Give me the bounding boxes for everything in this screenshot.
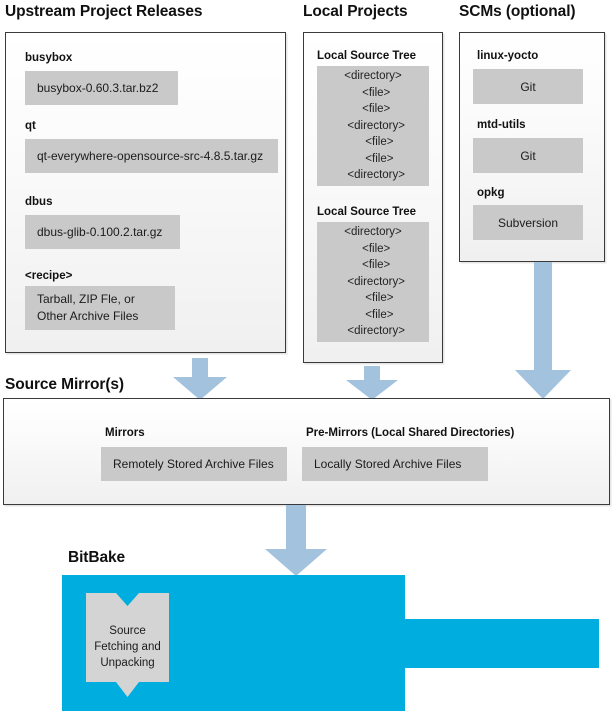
arrow-scms-to-mirrors [515,262,571,399]
local-projects-heading: Local Projects [303,3,408,20]
local-tree-label-1: Local Source Tree [317,50,417,62]
upstream-value-busybox: busybox-0.60.3.tar.bz2 [25,71,178,105]
mirrors-label: Mirrors [105,427,145,439]
scms-heading: SCMs (optional) [459,3,576,20]
tree-line: <file> [352,152,394,165]
scms-label-mtd-utils: mtd-utils [477,119,526,131]
bitbake-shape [62,575,599,711]
tree-line: <directory> [344,226,402,239]
upstream-heading: Upstream Project Releases [5,3,203,20]
pre-mirrors-value: Locally Stored Archive Files [302,447,488,481]
local-tree-box-1: <directory> <file> <file> <directory> <f… [317,66,429,186]
tree-line: <file> [352,136,394,149]
source-mirrors-heading: Source Mirror(s) [5,376,124,393]
tree-line: <directory> [341,325,405,338]
tree-line: <file> [355,103,391,116]
tree-line: <directory> [341,169,405,182]
pre-mirrors-label: Pre-Mirrors (Local Shared Directories) [306,427,515,439]
scms-value-linux-yocto: Git [473,69,583,104]
tree-line: <file> [355,242,391,255]
scms-value-opkg: Subversion [473,205,583,240]
arrow-mirrors-to-bitbake [265,505,327,576]
upstream-value-dbus: dbus-glib-0.100.2.tar.gz [25,215,180,249]
tree-line: <directory> [341,119,405,132]
upstream-value-recipe: Tarball, ZIP Fle, or Other Archive Files [25,286,175,330]
scms-label-opkg: opkg [477,187,505,199]
mirrors-value: Remotely Stored Archive Files [101,447,287,481]
local-tree-box-2: <directory> <file> <file> <directory> <f… [317,222,429,342]
tree-line: <file> [352,292,394,305]
upstream-value-qt: qt-everywhere-opensource-src-4.8.5.tar.g… [25,139,278,173]
upstream-label-recipe: <recipe> [25,270,73,282]
upstream-label-busybox: busybox [25,52,73,64]
arrow-local-projects-to-mirrors [346,366,398,400]
scms-label-linux-yocto: linux-yocto [477,50,539,62]
tree-line: <directory> [344,70,402,83]
recipe-line-1: Tarball, ZIP Fle, or [37,291,135,306]
tree-line: <file> [355,86,391,99]
arrow-upstream-to-mirrors [173,358,227,400]
source-fetching-unpacking-box: Source Fetching and Unpacking [86,593,169,697]
local-tree-label-2: Local Source Tree [317,206,417,218]
tree-line: <file> [355,259,391,272]
upstream-label-qt: qt [25,120,36,132]
tree-line: <file> [352,308,394,321]
recipe-line-2: Other Archive Files [37,309,139,323]
bitbake-heading: BitBake [68,549,126,566]
scms-value-mtd-utils: Git [473,138,583,173]
upstream-label-dbus: dbus [25,196,53,208]
tree-line: <directory> [341,275,405,288]
